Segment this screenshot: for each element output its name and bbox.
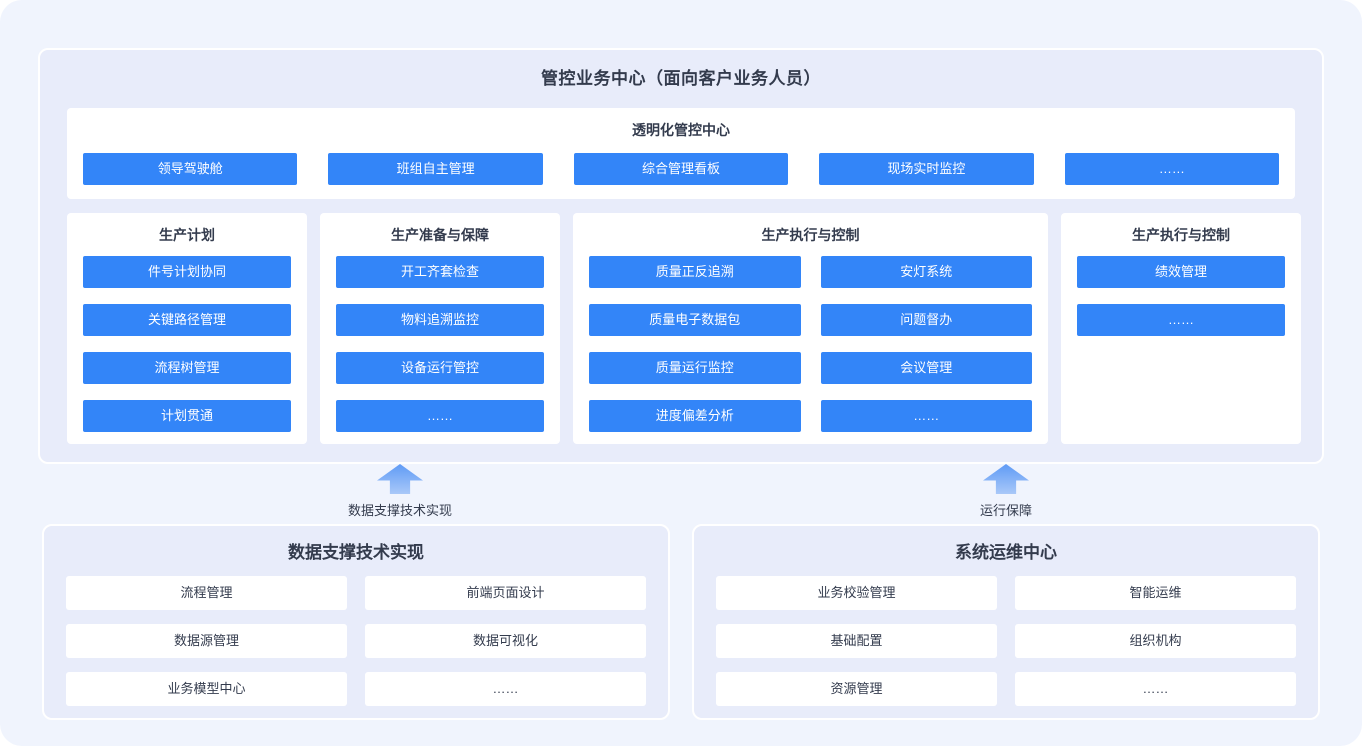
up-arrow-icon xyxy=(377,464,423,494)
chip-quality-electronic-data-package[interactable]: 质量电子数据包 xyxy=(589,304,801,336)
chip-more-ellipsis[interactable]: …… xyxy=(1015,672,1296,706)
transparent-control-center-card: 透明化管控中心 领导驾驶舱 班组自主管理 综合管理看板 现场实时监控 …… xyxy=(67,108,1295,199)
column-production-preparation: 生产准备与保障 开工齐套检查 物料追溯监控 设备运行管控 …… xyxy=(320,213,560,444)
bottom-panel-title: 系统运维中心 xyxy=(955,543,1057,562)
bottom-panel-items: 业务校验管理 智能运维 基础配置 组织机构 资源管理 …… xyxy=(716,576,1296,706)
chip-critical-path-management[interactable]: 关键路径管理 xyxy=(83,304,291,336)
transparent-control-center-items: 领导驾驶舱 班组自主管理 综合管理看板 现场实时监控 …… xyxy=(83,153,1280,185)
chip-business-verification-management[interactable]: 业务校验管理 xyxy=(716,576,997,610)
chip-part-plan-collaboration[interactable]: 件号计划协同 xyxy=(83,256,291,288)
up-arrow-icon xyxy=(983,464,1029,494)
data-support-technology-panel: 数据支撑技术实现 流程管理 前端页面设计 数据源管理 数据可视化 业务模型中心 … xyxy=(42,524,670,720)
chip-intelligent-operations[interactable]: 智能运维 xyxy=(1015,576,1296,610)
bottom-panel-items: 流程管理 前端页面设计 数据源管理 数据可视化 业务模型中心 …… xyxy=(66,576,646,706)
column-items: 开工齐套检查 物料追溯监控 设备运行管控 …… xyxy=(320,256,560,432)
chip-startup-kit-check[interactable]: 开工齐套检查 xyxy=(336,256,544,288)
chip-material-traceability-monitoring[interactable]: 物料追溯监控 xyxy=(336,304,544,336)
system-operation-maintenance-panel: 系统运维中心 业务校验管理 智能运维 基础配置 组织机构 资源管理 …… xyxy=(692,524,1320,720)
column-items: 质量正反追溯 安灯系统 质量电子数据包 问题督办 质量运行监控 会议管理 进度偏… xyxy=(573,256,1048,432)
chip-onsite-realtime-monitoring[interactable]: 现场实时监控 xyxy=(819,153,1034,185)
chip-data-visualization[interactable]: 数据可视化 xyxy=(365,624,646,658)
column-title: 生产计划 xyxy=(159,227,215,243)
chip-more-ellipsis[interactable]: …… xyxy=(365,672,646,706)
chip-issue-supervision[interactable]: 问题督办 xyxy=(820,304,1032,336)
bottom-panel-title: 数据支撑技术实现 xyxy=(288,543,424,562)
chip-organization-structure[interactable]: 组织机构 xyxy=(1015,624,1296,658)
chip-more-ellipsis[interactable]: …… xyxy=(336,400,544,432)
chip-process-management[interactable]: 流程管理 xyxy=(66,576,347,610)
column-title: 生产准备与保障 xyxy=(391,227,489,243)
column-items: 件号计划协同 关键路径管理 流程树管理 计划贯通 xyxy=(67,256,307,432)
chip-progress-deviation-analysis[interactable]: 进度偏差分析 xyxy=(589,400,801,432)
chip-quality-bidirectional-traceability[interactable]: 质量正反追溯 xyxy=(589,256,801,288)
chip-data-source-management[interactable]: 数据源管理 xyxy=(66,624,347,658)
arrow-label: 数据支撑技术实现 xyxy=(347,503,452,518)
chip-frontend-page-design[interactable]: 前端页面设计 xyxy=(365,576,646,610)
chip-process-tree-management[interactable]: 流程树管理 xyxy=(83,352,291,384)
function-columns-row: 生产计划 件号计划协同 关键路径管理 流程树管理 计划贯通 生产准备与保障 开工… xyxy=(67,213,1301,444)
management-business-center-panel: 管控业务中心（面向客户业务人员） 透明化管控中心 领导驾驶舱 班组自主管理 综合… xyxy=(38,48,1324,464)
top-panel-title: 管控业务中心（面向客户业务人员） xyxy=(541,69,821,88)
chip-more-ellipsis[interactable]: …… xyxy=(1077,304,1285,336)
arrow-operation-support: 运行保障 xyxy=(906,464,1106,519)
chip-more-ellipsis[interactable]: …… xyxy=(820,400,1032,432)
chip-quality-operation-monitoring[interactable]: 质量运行监控 xyxy=(589,352,801,384)
chip-resource-management[interactable]: 资源管理 xyxy=(716,672,997,706)
chip-business-model-center[interactable]: 业务模型中心 xyxy=(66,672,347,706)
column-title: 生产执行与控制 xyxy=(1132,227,1230,243)
chip-meeting-management[interactable]: 会议管理 xyxy=(820,352,1032,384)
column-performance: 生产执行与控制 绩效管理 …… xyxy=(1061,213,1301,444)
chip-leadership-cockpit[interactable]: 领导驾驶舱 xyxy=(83,153,298,185)
column-items: 绩效管理 …… xyxy=(1061,256,1301,336)
chip-more-ellipsis[interactable]: …… xyxy=(1064,153,1280,185)
column-production-execution-control: 生产执行与控制 质量正反追溯 安灯系统 质量电子数据包 问题督办 质量运行监控 … xyxy=(573,213,1048,444)
chip-basic-configuration[interactable]: 基础配置 xyxy=(716,624,997,658)
column-title: 生产执行与控制 xyxy=(761,227,860,243)
transparent-control-center-title: 透明化管控中心 xyxy=(632,122,730,138)
chip-plan-throughput[interactable]: 计划贯通 xyxy=(83,400,291,432)
chip-andon-system[interactable]: 安灯系统 xyxy=(820,256,1032,288)
chip-team-self-management[interactable]: 班组自主管理 xyxy=(328,153,543,185)
chip-equipment-operation-control[interactable]: 设备运行管控 xyxy=(336,352,544,384)
chip-performance-management[interactable]: 绩效管理 xyxy=(1077,256,1285,288)
arrow-data-support: 数据支撑技术实现 xyxy=(300,464,500,519)
chip-comprehensive-dashboard[interactable]: 综合管理看板 xyxy=(573,153,789,185)
column-production-planning: 生产计划 件号计划协同 关键路径管理 流程树管理 计划贯通 xyxy=(67,213,307,444)
arrow-label: 运行保障 xyxy=(979,503,1032,518)
